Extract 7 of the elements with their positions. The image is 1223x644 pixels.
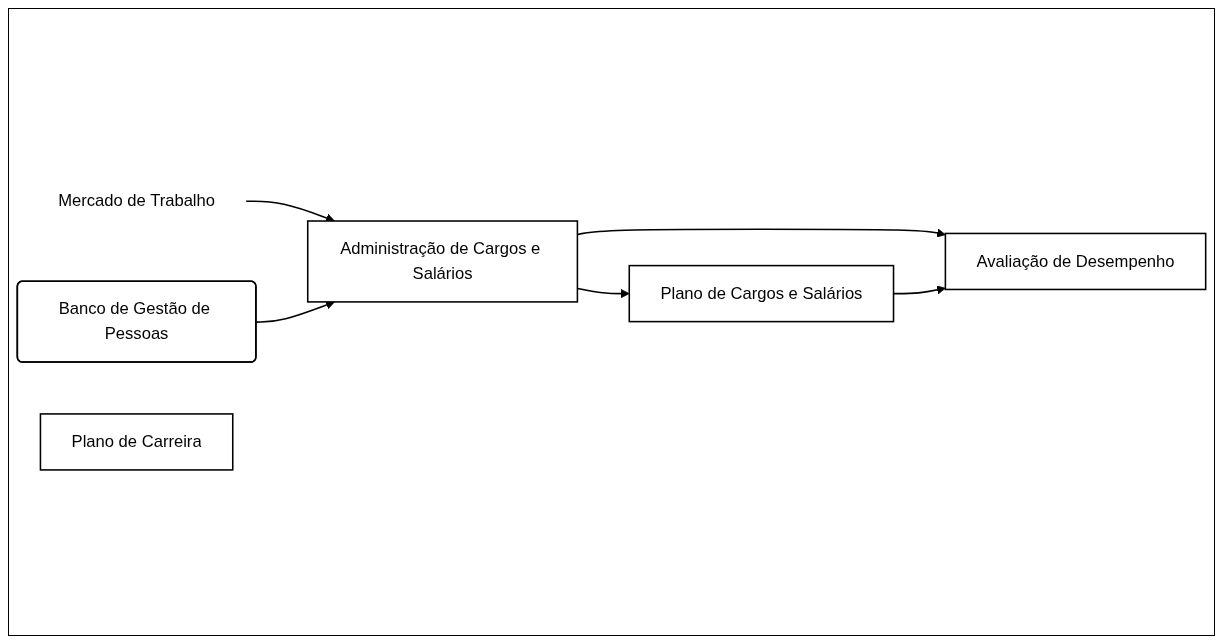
node-box: [628, 265, 895, 323]
frame-border: Mercado de Trabalho Banco de Gestão de Pessoas Administração de Cargos e Salários Avaliação de Desempenho Plano de Carreira Plano de Cargos e Salários: [8, 8, 1215, 636]
arrow: [245, 200, 335, 223]
node-text: Mercado de Trabalho: [58, 192, 216, 210]
node-box: [306, 220, 579, 304]
node-box: [39, 413, 234, 472]
node-box: [944, 233, 1207, 291]
